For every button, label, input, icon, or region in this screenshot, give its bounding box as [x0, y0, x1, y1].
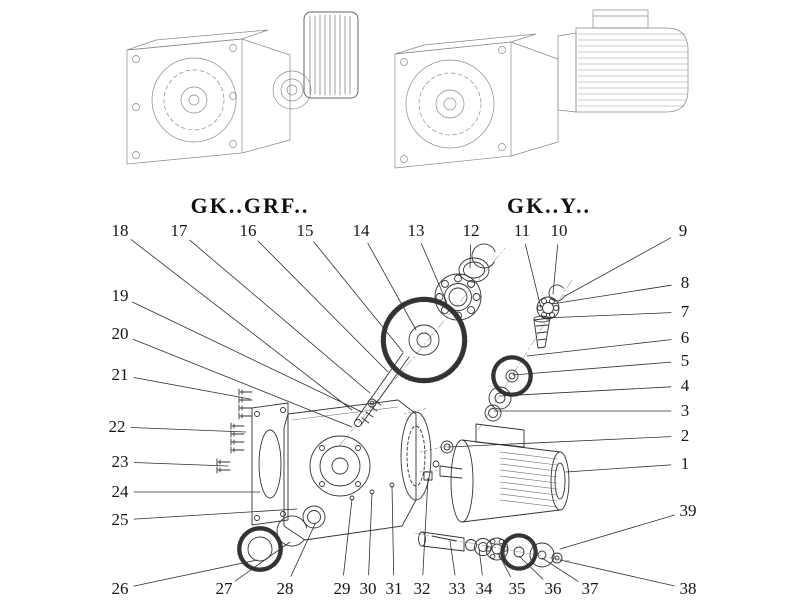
leader-line-16	[257, 240, 389, 373]
leader-line-4	[499, 386, 672, 397]
part-number-16: 16	[239, 221, 257, 240]
leader-line-17	[189, 239, 371, 394]
leader-line-20	[132, 338, 353, 428]
part-number-5: 5	[680, 351, 690, 370]
leader-line-39	[559, 514, 675, 550]
part-number-32: 32	[413, 579, 431, 598]
part-number-4: 4	[680, 376, 690, 395]
gear-shaft-assembly	[354, 243, 497, 427]
leader-line-28	[290, 523, 316, 577]
leader-line-13	[421, 243, 448, 304]
output-bearing-rings	[237, 505, 326, 572]
leader-line-32	[422, 477, 429, 576]
part-number-37: 37	[581, 579, 599, 598]
part-number-35: 35	[508, 579, 526, 598]
part-number-3: 3	[680, 401, 690, 420]
part-number-18: 18	[111, 221, 129, 240]
part-number-1: 1	[680, 454, 690, 473]
part-number-17: 17	[170, 221, 188, 240]
part-number-14: 14	[352, 221, 370, 240]
leader-lines	[130, 237, 675, 587]
output-shaft-parts	[418, 531, 563, 571]
leader-line-22	[130, 427, 247, 433]
part-number-38: 38	[679, 579, 697, 598]
leader-line-29	[343, 498, 353, 576]
part-number-33: 33	[448, 579, 466, 598]
part-number-30: 30	[359, 579, 377, 598]
center-axes	[339, 247, 573, 562]
part-number-24: 24	[111, 482, 129, 501]
part-number-20: 20	[111, 324, 129, 343]
leader-line-27	[234, 541, 291, 582]
assembly-dotted-lines	[403, 407, 449, 473]
leader-line-37	[541, 557, 579, 582]
part-number-11: 11	[513, 221, 531, 240]
leader-line-18	[130, 239, 353, 411]
leader-line-34	[478, 547, 483, 576]
part-number-28: 28	[276, 579, 294, 598]
leader-line-25	[133, 508, 298, 520]
part-number-25: 25	[111, 510, 129, 529]
part-number-22: 22	[108, 417, 126, 436]
leader-line-15	[313, 241, 404, 353]
bolt-set	[216, 388, 253, 474]
flange-and-bolts	[216, 388, 289, 526]
part-number-7: 7	[680, 302, 690, 321]
leader-line-6	[526, 339, 672, 357]
leader-line-26	[133, 559, 258, 587]
part-number-23: 23	[111, 452, 129, 471]
part-number-9: 9	[678, 221, 688, 240]
part-number-21: 21	[111, 365, 129, 384]
part-number-39: 39	[679, 501, 697, 520]
leader-line-19	[132, 301, 363, 413]
leader-line-7	[543, 312, 672, 319]
part-number-19: 19	[111, 286, 129, 305]
leader-line-2	[447, 436, 672, 448]
part-number-36: 36	[544, 579, 562, 598]
part-number-31: 31	[385, 579, 403, 598]
part-number-2: 2	[680, 426, 690, 445]
leader-line-10	[552, 244, 559, 295]
leader-line-35	[497, 552, 511, 577]
part-number-13: 13	[407, 221, 425, 240]
leader-line-33	[449, 540, 456, 576]
leader-line-21	[133, 377, 251, 400]
part-number-6: 6	[680, 328, 690, 347]
leader-line-14	[367, 242, 417, 331]
leader-line-38	[559, 559, 675, 587]
leader-line-23	[133, 462, 229, 467]
leader-line-11	[525, 244, 542, 309]
variant-label-gk-grf: GK..GRF..	[190, 193, 310, 218]
part-number-34: 34	[475, 579, 493, 598]
part-number-26: 26	[111, 579, 129, 598]
ball-bearing-large	[434, 273, 482, 321]
drawing-gk-grf	[126, 11, 359, 165]
motor-sketch	[557, 9, 689, 113]
leader-line-9	[564, 237, 672, 297]
leader-line-1	[565, 464, 672, 473]
motor	[423, 423, 570, 523]
leader-line-30	[368, 492, 373, 576]
drawing-gk-y	[394, 9, 689, 169]
leader-line-8	[551, 284, 672, 305]
part-number-15: 15	[296, 221, 314, 240]
leader-line-12	[469, 244, 472, 269]
leader-line-5	[512, 361, 672, 376]
leader-line-31	[391, 485, 395, 576]
part-number-10: 10	[550, 221, 568, 240]
part-number-8: 8	[680, 273, 690, 292]
part-number-27: 27	[215, 579, 233, 598]
leader-line-36	[518, 555, 544, 580]
housing	[283, 398, 432, 541]
part-number-29: 29	[333, 579, 351, 598]
variant-label-gk-y: GK..Y..	[506, 193, 592, 218]
part-number-12: 12	[462, 221, 480, 240]
